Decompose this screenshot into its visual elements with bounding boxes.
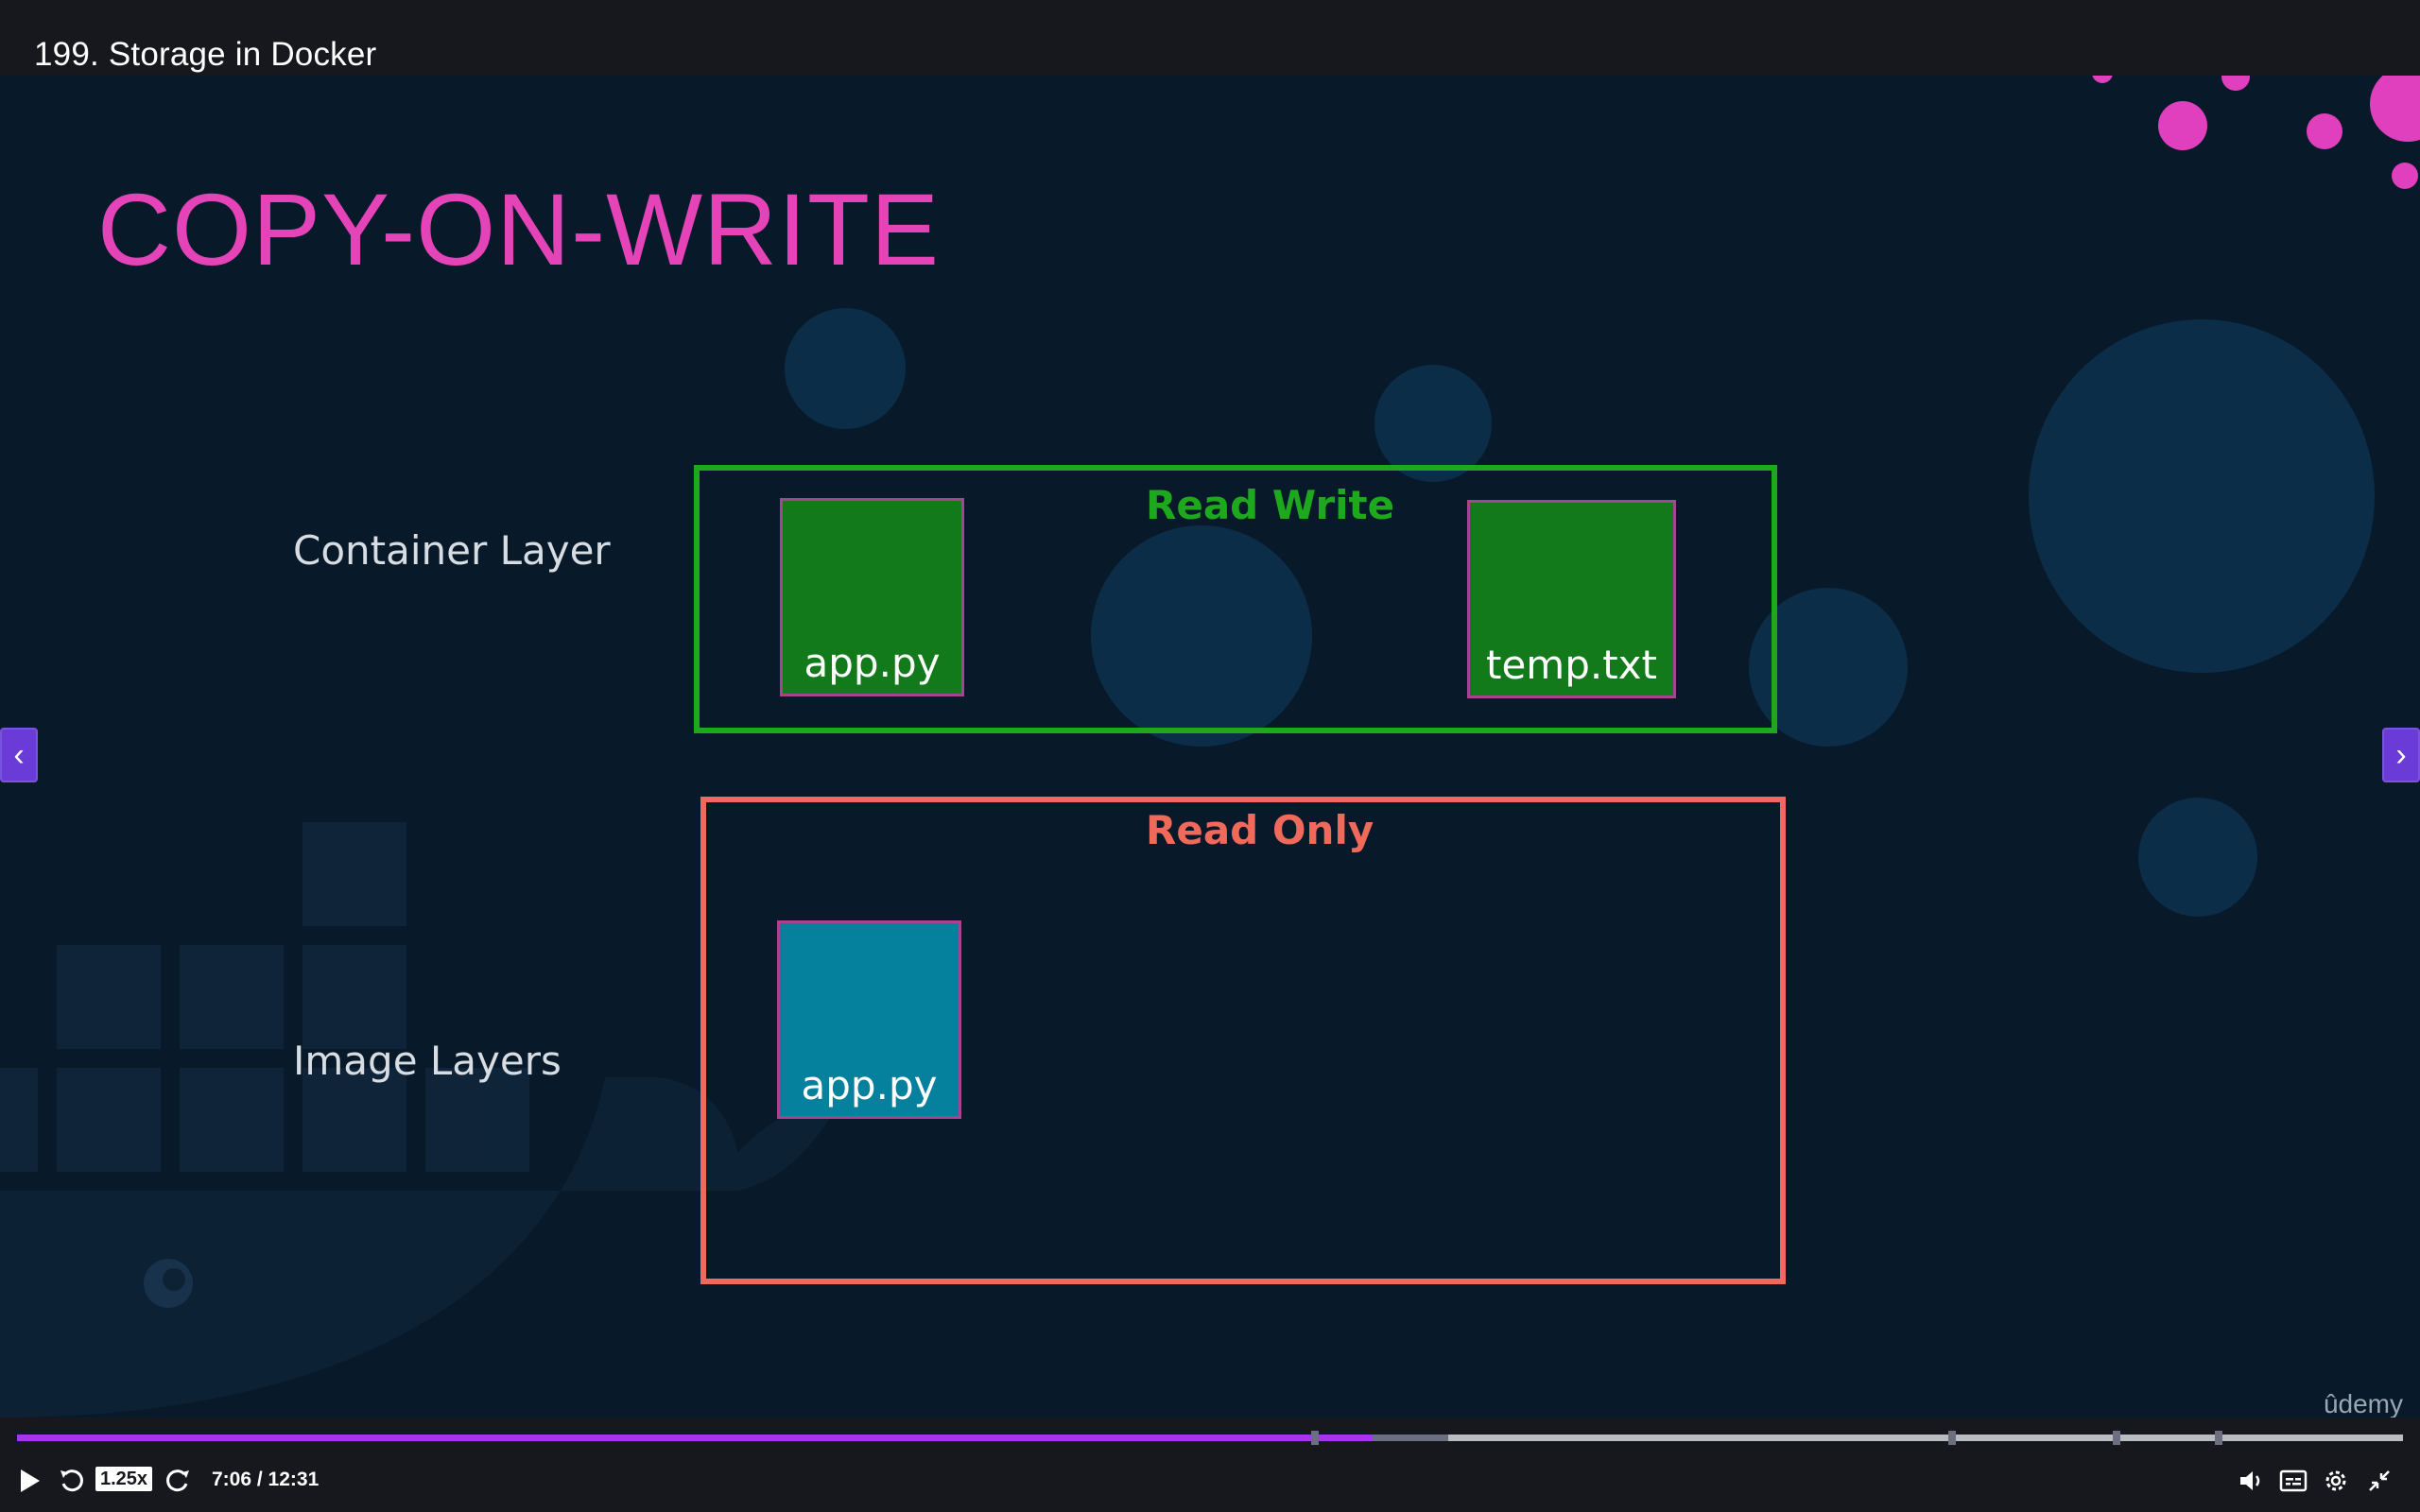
decor-pink-bubble [2370, 76, 2420, 142]
docker-whale-watermark [0, 822, 832, 1418]
read-write-box [694, 465, 1777, 733]
exit-fullscreen-icon [2369, 1470, 2390, 1491]
prev-lecture-button[interactable]: ‹ [0, 728, 38, 782]
rewind-icon [60, 1469, 83, 1492]
decor-pink-bubble [2158, 101, 2207, 150]
lecture-header: 199. Storage in Docker [0, 0, 2420, 76]
decor-bubble [785, 308, 906, 429]
settings-icon [2325, 1470, 2346, 1491]
time-readout: 7:06 / 12:31 [212, 1469, 320, 1490]
decor-pink-bubble [2092, 76, 2113, 83]
file-temp-txt: temp.txt [1467, 500, 1676, 698]
read-write-heading: Read Write [1146, 482, 1395, 528]
lecture-title: 199. Storage in Docker [34, 36, 377, 73]
forward-icon [166, 1469, 189, 1492]
container-layer-label: Container Layer [293, 527, 611, 574]
volume-icon [2240, 1471, 2260, 1490]
decor-bubble [1091, 525, 1312, 747]
next-lecture-button[interactable]: › [2382, 728, 2420, 782]
exit-fullscreen-button[interactable] [2363, 1465, 2395, 1497]
file-app-py-rw: app.py [780, 498, 964, 696]
decor-pink-bubble [2392, 163, 2418, 189]
image-layers-label: Image Layers [293, 1038, 562, 1084]
decor-bubble [1374, 365, 1492, 482]
forward-button[interactable] [161, 1465, 195, 1497]
file-app-py-ro: app.py [777, 920, 961, 1119]
read-only-heading: Read Only [1146, 807, 1374, 853]
play-icon [21, 1469, 40, 1492]
captions-icon [2279, 1469, 2308, 1492]
settings-button[interactable] [2320, 1465, 2352, 1497]
captions-button[interactable] [2277, 1465, 2309, 1497]
read-only-box [700, 797, 1786, 1284]
slide-title: COPY-ON-WRITE [97, 172, 941, 286]
chevron-left-icon: ‹ [13, 736, 25, 773]
decor-bubble [2029, 319, 2375, 673]
volume-button[interactable] [2237, 1465, 2267, 1497]
chapter-marker [1311, 1431, 1319, 1445]
decor-pink-bubble [2221, 76, 2250, 91]
rewind-button[interactable] [55, 1465, 89, 1497]
decor-bubble [2138, 798, 2257, 917]
playback-speed-button[interactable]: 1.25x [95, 1467, 153, 1491]
udemy-watermark: ûdemy [2323, 1389, 2403, 1418]
chapter-marker [2215, 1431, 2222, 1445]
progress-bar[interactable] [17, 1431, 2403, 1445]
video-frame[interactable]: COPY-ON-WRITE Container Layer Image Laye… [0, 76, 2420, 1418]
chevron-right-icon: › [2395, 736, 2407, 773]
chapter-marker [2113, 1431, 2120, 1445]
chapter-marker [1948, 1431, 1956, 1445]
player-controls: 1.25x 7:06 / 12:31 [0, 1418, 2420, 1512]
play-button[interactable] [13, 1465, 45, 1497]
decor-pink-bubble [2307, 113, 2342, 149]
progress-played [17, 1435, 1373, 1441]
